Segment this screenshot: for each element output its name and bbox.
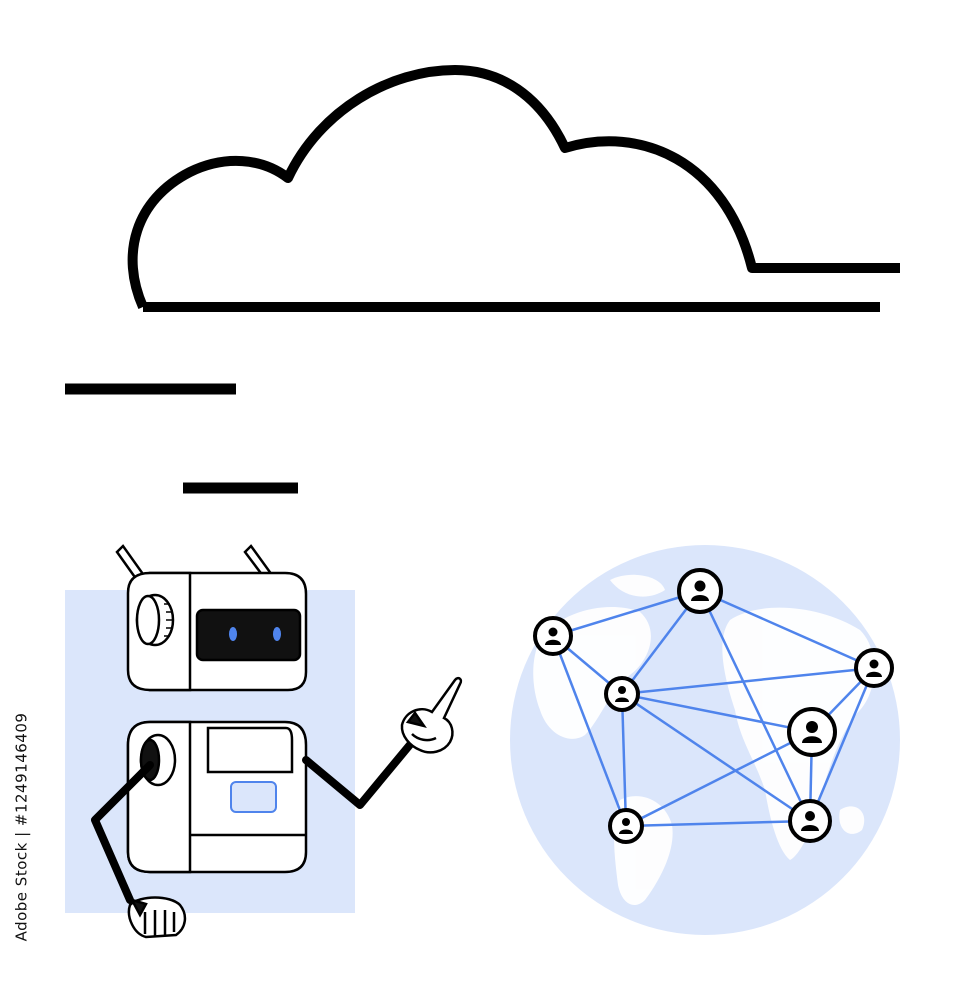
user-node-icon <box>787 707 837 757</box>
network-link <box>551 635 628 827</box>
network-link <box>625 819 811 828</box>
user-node-icon <box>788 799 832 843</box>
cloud-icon <box>127 65 900 312</box>
network-link <box>621 666 875 696</box>
robot-visor <box>195 608 302 662</box>
network-link <box>698 590 812 822</box>
user-node-icon <box>604 676 640 712</box>
robot-arms <box>91 731 422 904</box>
user-node-icon <box>608 808 644 844</box>
robot-body <box>126 720 308 874</box>
robot-hand-lower <box>127 896 187 939</box>
network-link <box>620 693 628 827</box>
watermark-text: Adobe Stock | #1249146409 <box>12 712 31 942</box>
robot-chest-panel <box>230 781 277 813</box>
robot-eye <box>229 627 237 641</box>
network-link <box>808 667 876 822</box>
network-link <box>621 692 813 734</box>
network-link <box>625 730 813 828</box>
speed-lines <box>65 383 298 494</box>
robot-head <box>126 571 308 692</box>
network-link <box>621 692 811 823</box>
network-link <box>699 589 875 670</box>
user-nodes <box>533 568 894 844</box>
user-node-icon <box>533 616 573 656</box>
robot-eye <box>273 627 281 641</box>
network-link <box>552 589 701 638</box>
user-node-icon <box>677 568 723 614</box>
robot-hand-pointing <box>400 676 463 754</box>
robot-icon <box>65 544 463 939</box>
user-node-icon <box>854 648 894 688</box>
